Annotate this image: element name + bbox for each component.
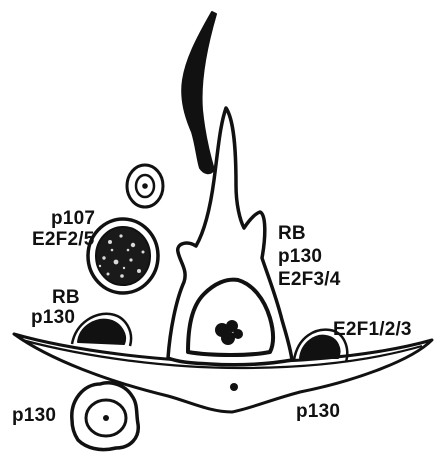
label-e2f3-4: E2F3/4 <box>278 270 340 290</box>
label-p130-bottom-left: p130 <box>12 406 56 426</box>
label-rb-left: RB <box>52 288 80 308</box>
label-p130-cilium: p130 <box>278 247 322 267</box>
label-rb-cilium: RB <box>278 224 306 244</box>
label-p130-bottom-right: p130 <box>296 402 340 422</box>
incoming-arrow <box>182 12 216 173</box>
membrane-dot <box>230 383 238 391</box>
bottom-ring-cell-dot <box>103 415 109 421</box>
label-p130-left: p130 <box>31 308 75 328</box>
label-p107: p107 <box>51 209 95 229</box>
label-e2f2-5: E2F2/5 <box>32 230 94 250</box>
small-ring-cell-dot <box>142 183 148 189</box>
label-e2f1-2-3: E2F1/2/3 <box>333 320 412 340</box>
left-bump <box>78 320 125 344</box>
